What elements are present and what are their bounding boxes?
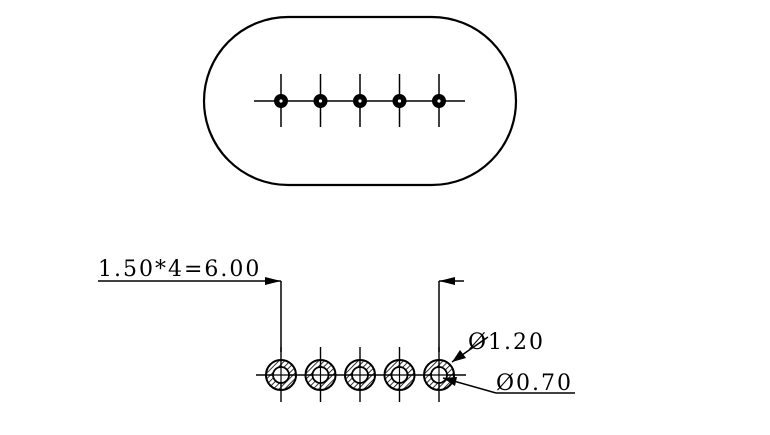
top-hole-center: [318, 99, 323, 103]
pitch-dimension-text: 1.50*4=6.00: [98, 257, 261, 282]
left-dimension-arrow: [265, 277, 281, 285]
pad: [265, 347, 297, 402]
pad: [344, 347, 376, 402]
top-hole: [353, 74, 367, 127]
top-hole: [432, 74, 446, 127]
pad: [423, 347, 455, 402]
top-hole-center: [397, 99, 402, 103]
top-hole-center: [358, 99, 362, 103]
right-dimension-arrow: [439, 277, 455, 285]
pad: [304, 347, 337, 402]
side-view: 1.50*4=6.00 Ø1.20 Ø0.70: [98, 257, 575, 402]
top-hole: [274, 74, 288, 127]
top-hole: [313, 74, 328, 127]
top-view-holes: [274, 74, 446, 127]
outer-diameter-arrow: [452, 350, 466, 362]
top-hole: [392, 74, 407, 127]
inner-diameter-text: Ø0.70: [496, 371, 573, 396]
stadium-outline: [202, 15, 518, 187]
inner-diameter-arrow: [443, 377, 457, 386]
top-hole-center: [437, 99, 441, 103]
top-view: [202, 15, 518, 187]
pad-row: [265, 347, 455, 402]
pad: [383, 347, 416, 402]
top-hole-center: [279, 99, 283, 103]
outer-diameter-text: Ø1.20: [468, 330, 545, 355]
